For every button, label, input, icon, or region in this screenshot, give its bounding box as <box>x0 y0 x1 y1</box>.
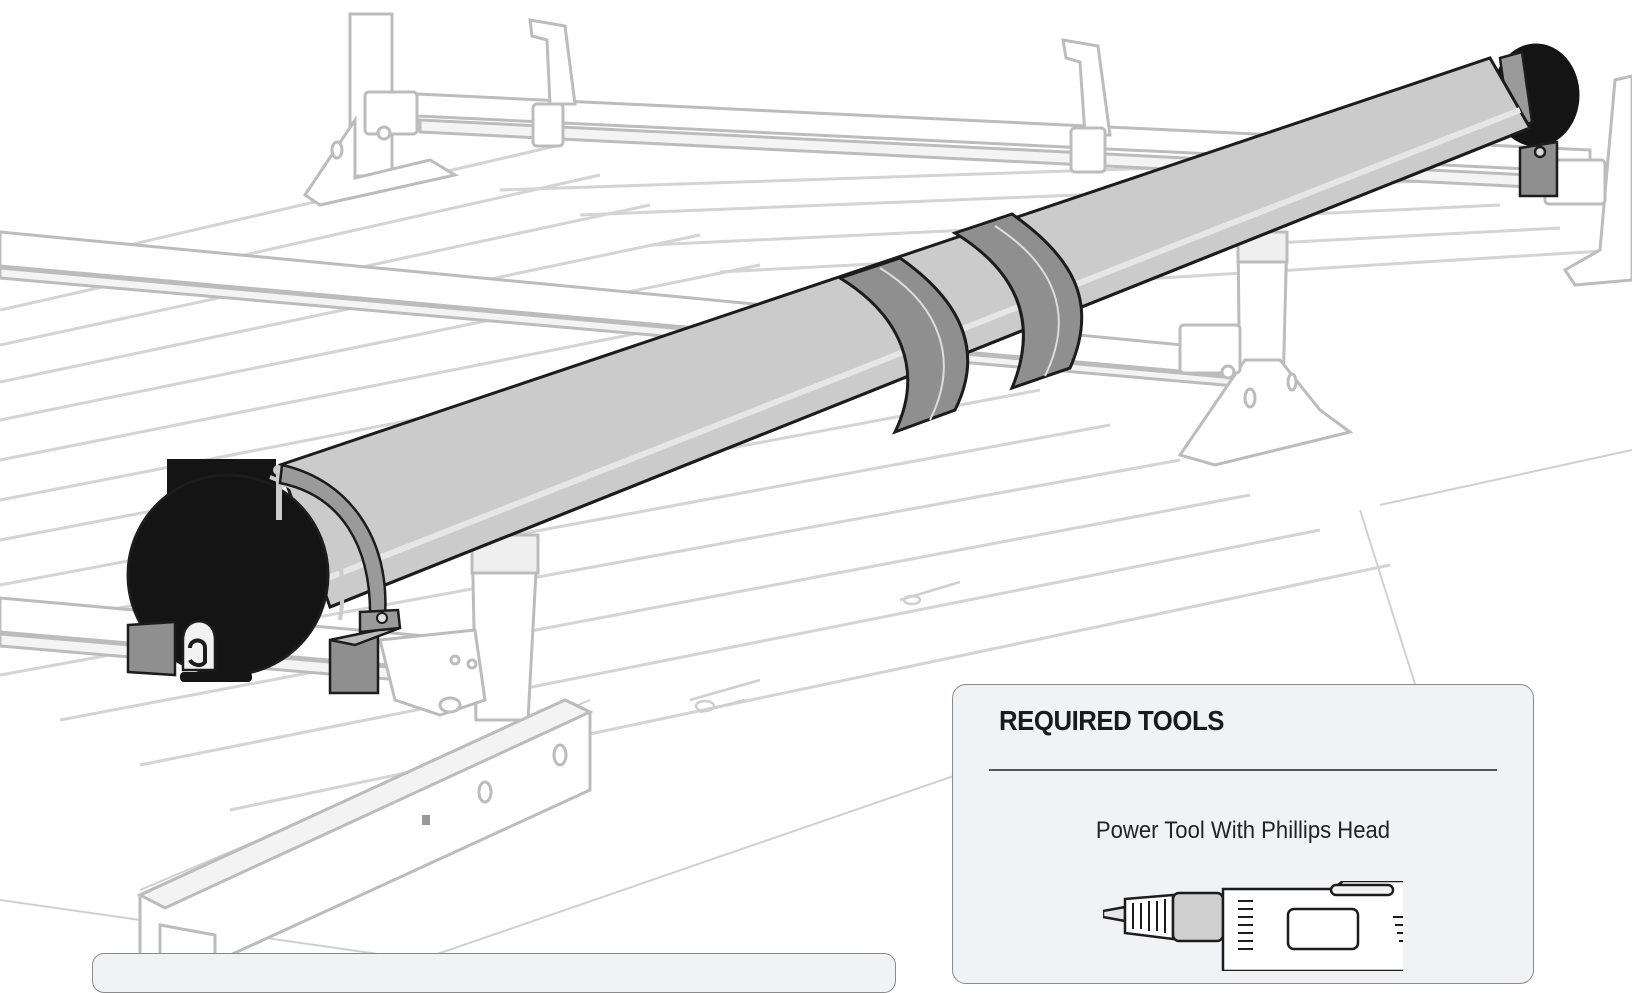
bottom-note-panel <box>92 953 896 993</box>
title-divider <box>989 769 1497 771</box>
front-end-cap <box>126 459 345 677</box>
middle-right-rack-leg <box>1177 230 1354 467</box>
rear-right-rack-leg <box>1543 74 1632 287</box>
front-strap <box>278 463 402 634</box>
tube-coupling-bands <box>836 212 1084 435</box>
front-mount-brackets <box>126 620 401 695</box>
required-tools-title: REQUIRED TOOLS <box>999 705 1224 736</box>
roof-drain-marks <box>689 580 961 714</box>
required-tools-panel: REQUIRED TOOLS Power Tool With Phillips … <box>952 684 1534 984</box>
tool-item-label: Power Tool With Phillips Head <box>1095 817 1391 844</box>
installation-illustration <box>0 12 1632 960</box>
lock-hasp-icon <box>180 620 252 682</box>
power-drill-icon <box>1103 881 1403 971</box>
front-roof-channel <box>136 698 594 960</box>
rear-mount-bracket <box>1518 140 1559 198</box>
front-rack-leg <box>378 533 540 722</box>
rear-rack-hooks <box>528 18 1112 174</box>
rear-left-rack-leg <box>302 12 459 207</box>
